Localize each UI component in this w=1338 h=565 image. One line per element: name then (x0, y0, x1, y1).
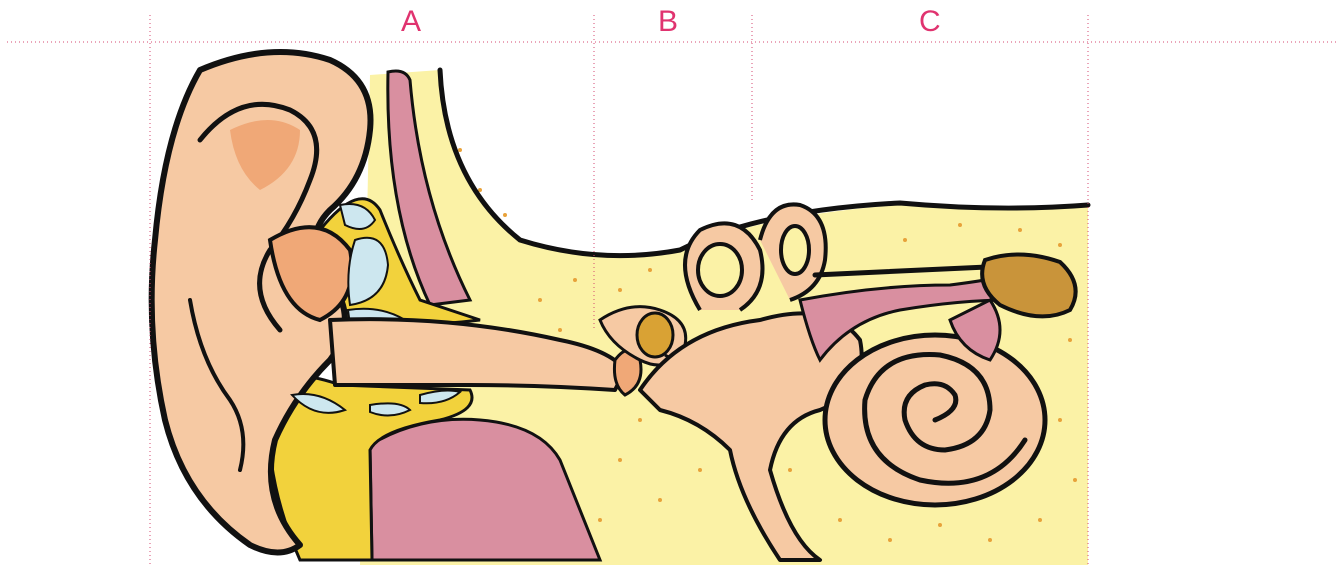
cochlea-icon (825, 335, 1045, 505)
region-label-b: B (658, 4, 678, 40)
region-label-c: C (919, 4, 941, 40)
region-label-a: A (401, 4, 421, 40)
